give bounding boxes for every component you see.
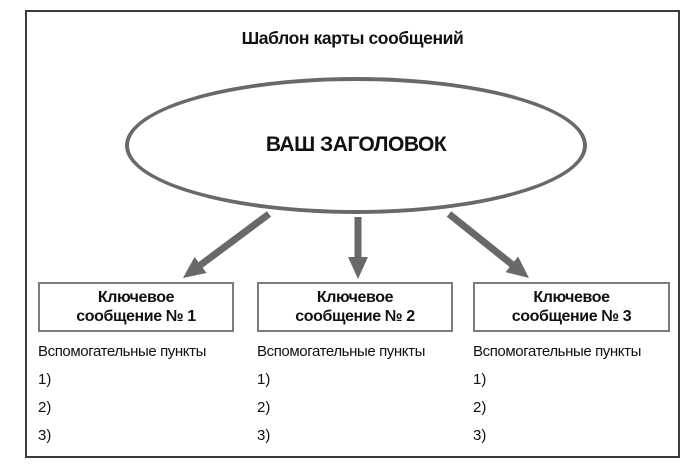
key-message-2-line1: Ключевое xyxy=(316,289,394,306)
headline-label: ВАШ ЗАГОЛОВОК xyxy=(265,132,447,156)
key-message-2-line2: сообщение № 2 xyxy=(295,308,415,325)
key-message-1-line1: Ключевое xyxy=(97,289,175,306)
key-message-1-line2: сообщение № 1 xyxy=(76,308,196,325)
list-item: 3) xyxy=(38,427,52,444)
list-item: 3) xyxy=(473,427,487,444)
diagram-title: Шаблон карты сообщений xyxy=(241,28,464,48)
list-item: 2) xyxy=(257,399,271,416)
key-message-column-2: Ключевое сообщение № 2 Вспомогательные п… xyxy=(257,282,453,444)
key-message-column-3: Ключевое сообщение № 3 Вспомогательные п… xyxy=(473,282,670,444)
list-item: 2) xyxy=(38,399,52,416)
arrow-left-icon xyxy=(182,211,272,279)
key-message-column-1: Ключевое сообщение № 1 Вспомогательные п… xyxy=(38,282,234,444)
supporting-points-label-3: Вспомогательные пункты xyxy=(473,343,641,360)
list-item: 2) xyxy=(473,399,487,416)
list-item: 3) xyxy=(257,427,271,444)
arrow-right-icon xyxy=(446,211,529,279)
key-message-3-line1: Ключевое xyxy=(533,289,610,306)
list-item: 1) xyxy=(473,371,487,388)
key-message-box-3: Ключевое сообщение № 3 xyxy=(473,282,670,332)
key-message-3-line2: сообщение № 3 xyxy=(511,308,632,325)
key-message-box-2: Ключевое сообщение № 2 xyxy=(257,282,453,332)
key-message-box-1: Ключевое сообщение № 1 xyxy=(38,282,234,332)
list-item: 1) xyxy=(38,371,52,388)
headline-ellipse: ВАШ ЗАГОЛОВОК xyxy=(125,77,587,214)
list-item: 1) xyxy=(257,371,271,388)
diagram-frame: Шаблон карты сообщений ВАШ ЗАГОЛОВОК Клю… xyxy=(25,10,680,458)
supporting-points-label-2: Вспомогательные пункты xyxy=(257,343,425,360)
supporting-points-label-1: Вспомогательные пункты xyxy=(38,343,206,360)
